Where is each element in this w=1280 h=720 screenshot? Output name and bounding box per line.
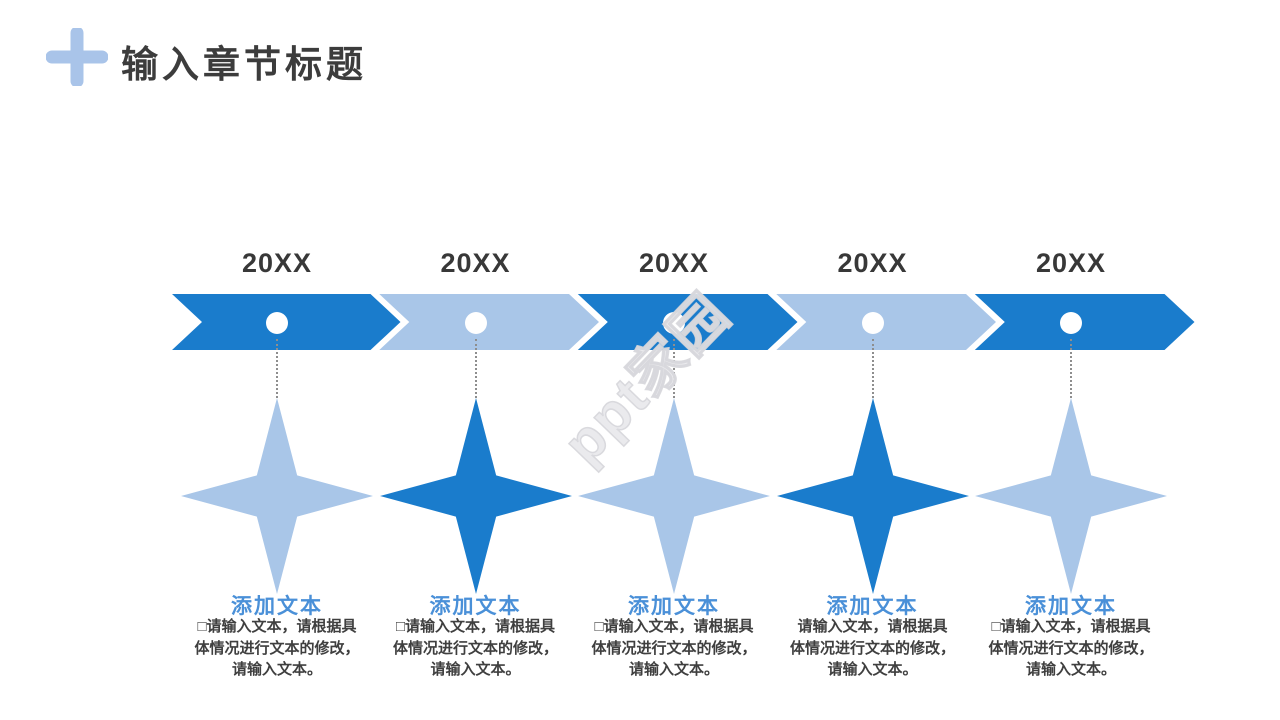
star-icon <box>181 398 373 594</box>
item-body: □请输入文本，请根据具 体情况进行文本的修改， 请输入文本。 <box>392 618 558 678</box>
item-body: □请输入文本，请根据具 体情况进行文本的修改， 请输入文本。 <box>194 618 360 678</box>
year-label: 20XX <box>241 248 313 278</box>
dotted-connector <box>1070 339 1072 398</box>
star-icon <box>975 398 1167 594</box>
star-icon <box>379 398 572 594</box>
item-heading: 添加文本 <box>1025 595 1117 618</box>
page-title: 输入章节标题 <box>121 44 367 85</box>
star-icon <box>776 398 969 594</box>
timeline-item-2: 20XX 添加文本 □请输入文本，请根据具 体情况进行文本的修改， 请输入文本。 <box>376 248 576 708</box>
timeline-node-dot <box>861 312 884 334</box>
timeline-item-1: 20XX 添加文本 □请输入文本，请根据具 体情况进行文本的修改， 请输入文本。 <box>177 248 377 708</box>
item-heading: 添加文本 <box>826 595 919 618</box>
star-icon <box>578 398 770 594</box>
item-heading: 添加文本 <box>231 595 323 618</box>
year-label: 20XX <box>440 248 511 278</box>
timeline-node-dot <box>1060 312 1082 334</box>
year-label: 20XX <box>1035 248 1107 278</box>
item-heading: 添加文本 <box>429 595 522 618</box>
timeline-node-dot <box>663 312 685 334</box>
dotted-connector <box>474 339 477 398</box>
dotted-connector <box>673 339 675 398</box>
timeline-item-5: 20XX 添加文本 □请输入文本，请根据具 体情况进行文本的修改， 请输入文本。 <box>971 248 1171 708</box>
item-body: □请输入文本，请根据具 体情况进行文本的修改， 请输入文本。 <box>988 618 1154 678</box>
year-label: 20XX <box>638 248 710 278</box>
dotted-connector <box>276 339 278 398</box>
item-heading: 添加文本 <box>628 595 720 618</box>
timeline-node-dot <box>266 312 288 334</box>
item-body: □请输入文本，请根据具 体情况进行文本的修改， 请输入文本。 <box>591 618 757 678</box>
dotted-connector <box>871 339 874 398</box>
timeline-node-dot <box>464 312 487 334</box>
timeline-item-4: 20XX 添加文本 请输入文本，请根据具 体情况进行文本的修改， 请输入文本。 <box>773 248 973 708</box>
year-label: 20XX <box>837 248 908 278</box>
item-body: 请输入文本，请根据具 体情况进行文本的修改， 请输入文本。 <box>789 618 955 678</box>
timeline-item-3: 20XX 添加文本 □请输入文本，请根据具 体情况进行文本的修改， 请输入文本。 <box>574 248 774 708</box>
plus-icon <box>46 28 108 86</box>
